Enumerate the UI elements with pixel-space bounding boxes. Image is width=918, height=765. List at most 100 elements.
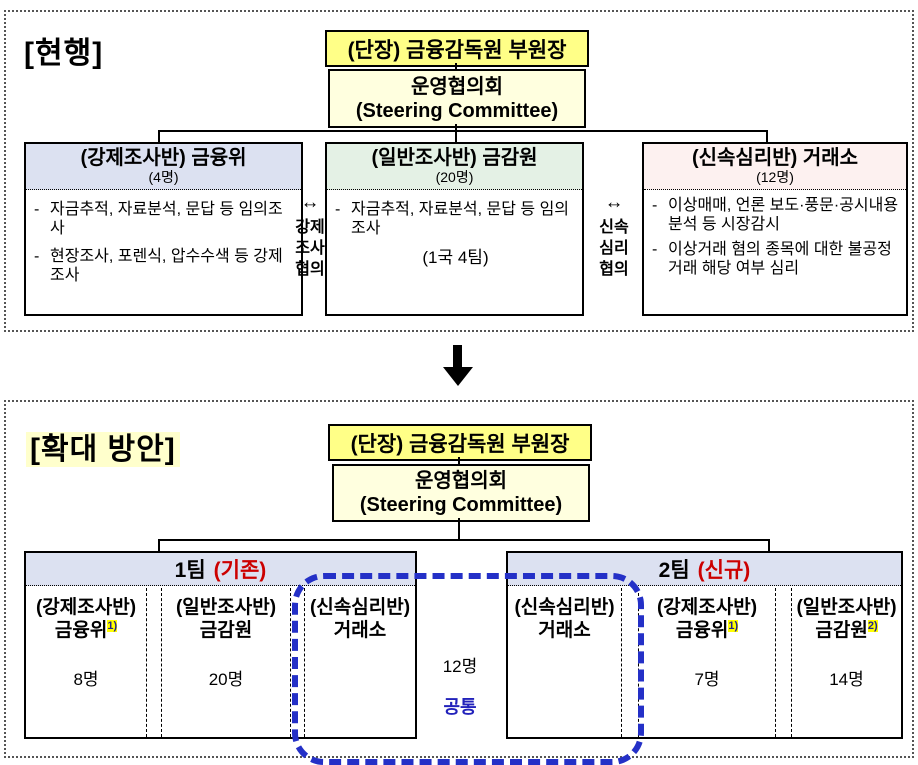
col-org: 금감원 xyxy=(815,620,868,641)
col-line1: (강제조사반) xyxy=(35,597,137,618)
footnote-marker: 1) xyxy=(107,619,118,632)
col-line1: (신속심리반) xyxy=(309,597,411,618)
panel-current: [현행] (단장) 금융감독원 부원장 운영협의회 (Steering Comm… xyxy=(4,10,914,332)
leader-box: (단장) 금융감독원 부원장 xyxy=(325,30,589,67)
bullet-item: 자금추적, 자료분석, 문답 등 임의조사 xyxy=(333,200,578,238)
team2-col-general: (일반조사반) 금감원2) 14명 xyxy=(791,588,901,737)
swap-label-line: 조사 xyxy=(295,240,325,257)
swap-link-review: ↔ 신속 심리 협의 xyxy=(590,192,638,280)
bullet-item: 현장조사, 포렌식, 압수수색 등 강제조사 xyxy=(32,247,297,285)
bullet-item: 자금추적, 자료분석, 문답 등 임의조사 xyxy=(32,200,297,238)
unit-header: (강제조사반) 금융위 (4명) xyxy=(26,144,301,190)
leader-box: (단장) 금융감독원 부원장 xyxy=(328,424,592,461)
team1-col-compulsory: (강제조사반) 금융위1) 8명 xyxy=(26,588,147,737)
col-count: 14명 xyxy=(829,670,864,689)
shared-count: 12명 xyxy=(442,657,478,676)
unit-box-general: (일반조사반) 금감원 (20명) 자금추적, 자료분석, 문답 등 임의조사 … xyxy=(325,142,584,316)
unit-box-compulsory: (강제조사반) 금융위 (4명) 자금추적, 자료분석, 문답 등 임의조사 현… xyxy=(24,142,303,316)
team-tag: (신규) xyxy=(697,559,751,582)
swap-label-line: 신속 xyxy=(599,219,629,236)
team-tag: (기존) xyxy=(213,559,267,582)
col-line2: 거래소 xyxy=(305,619,415,642)
col-line1: (강제조사반) xyxy=(656,597,758,618)
shared-group-outline xyxy=(292,573,644,765)
swap-label-line: 강제 xyxy=(295,219,325,236)
connector-line xyxy=(766,130,768,142)
team-name: 1팀 xyxy=(174,559,206,582)
team2-col-review: (신속심리반) 거래소 xyxy=(508,588,622,737)
unit-header: (신속심리반) 거래소 (12명) xyxy=(644,144,906,190)
col-org: 금융위 xyxy=(675,620,729,641)
team-header: 2팀 (신규) xyxy=(508,553,901,586)
col-org: 금융위 xyxy=(54,620,108,641)
committee-name: 운영협의회 xyxy=(415,470,507,492)
committee-box: 운영협의회 (Steering Committee) xyxy=(328,69,586,128)
team2-col-compulsory: (강제조사반) 금융위1) 7명 xyxy=(638,588,776,737)
col-org: 거래소 xyxy=(333,620,387,641)
committee-name: 운영협의회 xyxy=(411,75,503,98)
bullet-item: 이상거래 혐의 종목에 대한 불공정거래 해당 여부 심리 xyxy=(650,240,902,278)
connector-line xyxy=(455,124,457,130)
unit-title: (강제조사반) 금융위 xyxy=(80,147,247,169)
col-line1: (일반조사반) xyxy=(175,597,277,618)
unit-count: (4명) xyxy=(148,169,179,185)
unit-body: 자금추적, 자료분석, 문답 등 임의조사 (1국 4팀) xyxy=(327,190,582,271)
team1-col-general: (일반조사반) 금감원 20명 xyxy=(161,588,291,737)
swap-arrow-icon: ↔ xyxy=(300,192,320,213)
connector-line xyxy=(158,130,160,142)
connector-line xyxy=(458,457,460,464)
down-arrow-icon xyxy=(443,345,473,387)
swap-label-line: 협의 xyxy=(295,261,325,278)
col-line2: 거래소 xyxy=(508,619,621,642)
col-line2: 금감원2) xyxy=(792,619,901,642)
unit-box-review: (신속심리반) 거래소 (12명) 이상매매, 언론 보도·풍문·공시내용 분석… xyxy=(642,142,908,316)
committee-name-en: (Steering Committee) xyxy=(355,99,559,122)
committee-box: 운영협의회 (Steering Committee) xyxy=(332,464,590,522)
connector-line xyxy=(158,130,768,132)
team-name: 2팀 xyxy=(658,559,690,582)
panel-expanded: [확대 방안] (단장) 금융감독원 부원장 운영협의회 (Steering C… xyxy=(4,400,914,765)
col-org: 금감원 xyxy=(199,620,253,641)
team-box-2: 2팀 (신규) (신속심리반) 거래소 (강제조사반) 금융위1) 7명 (일반… xyxy=(506,551,903,739)
footnote-marker: 1) xyxy=(728,619,739,632)
connector-line xyxy=(458,518,460,539)
unit-count: (12명) xyxy=(756,169,794,185)
col-count: 8명 xyxy=(73,670,99,689)
team-columns: (신속심리반) 거래소 (강제조사반) 금융위1) 7명 (일반조사반) 금감원… xyxy=(508,588,901,737)
committee-name-en: (Steering Committee) xyxy=(359,494,563,516)
col-line2: 금융위1) xyxy=(26,619,146,642)
expanded-title: [확대 방안] xyxy=(26,424,180,468)
unit-body: 이상매매, 언론 보도·풍문·공시내용 분석 등 시장감시 이상거래 혐의 종목… xyxy=(644,190,906,291)
col-line1: (일반조사반) xyxy=(796,597,897,618)
team1-col-review: (신속심리반) 거래소 xyxy=(304,588,415,737)
unit-body: 자금추적, 자료분석, 문답 등 임의조사 현장조사, 포렌식, 압수수색 등 … xyxy=(26,190,301,298)
unit-note: (1국 4팀) xyxy=(422,248,489,267)
connector-line xyxy=(158,539,160,551)
footnote-marker: 2) xyxy=(867,619,878,632)
col-line2: 금감원 xyxy=(162,619,290,642)
connector-line xyxy=(455,130,457,142)
col-line2: 금융위1) xyxy=(639,619,775,642)
team-header: 1팀 (기존) xyxy=(26,553,415,586)
team-box-1: 1팀 (기존) (강제조사반) 금융위1) 8명 (일반조사반) 금감원 20명… xyxy=(24,551,417,739)
unit-header: (일반조사반) 금감원 (20명) xyxy=(327,144,582,190)
swap-label-line: 협의 xyxy=(599,261,629,278)
current-title: [현행] xyxy=(24,37,104,70)
connector-line xyxy=(158,539,770,541)
swap-label-line: 심리 xyxy=(599,240,629,257)
team-columns: (강제조사반) 금융위1) 8명 (일반조사반) 금감원 20명 (신속심리반)… xyxy=(26,588,415,737)
shared-label: 공통 xyxy=(443,697,477,717)
bullet-item: 이상매매, 언론 보도·풍문·공시내용 분석 등 시장감시 xyxy=(650,196,902,234)
swap-arrow-icon: ↔ xyxy=(604,192,624,213)
unit-count: (20명) xyxy=(435,169,474,185)
col-count: 20명 xyxy=(208,670,244,689)
connector-line xyxy=(768,539,770,551)
connector-line xyxy=(455,63,457,69)
col-count: 7명 xyxy=(694,670,720,689)
col-line1: (신속심리반) xyxy=(514,597,615,618)
expanded-title-text: [확대 방안] xyxy=(26,432,180,467)
swap-link-compulsory: ↔ 강제 조사 협의 xyxy=(288,192,332,280)
unit-title: (신속심리반) 거래소 xyxy=(691,147,859,169)
col-org: 거래소 xyxy=(538,620,591,641)
unit-title: (일반조사반) 금감원 xyxy=(371,147,538,169)
